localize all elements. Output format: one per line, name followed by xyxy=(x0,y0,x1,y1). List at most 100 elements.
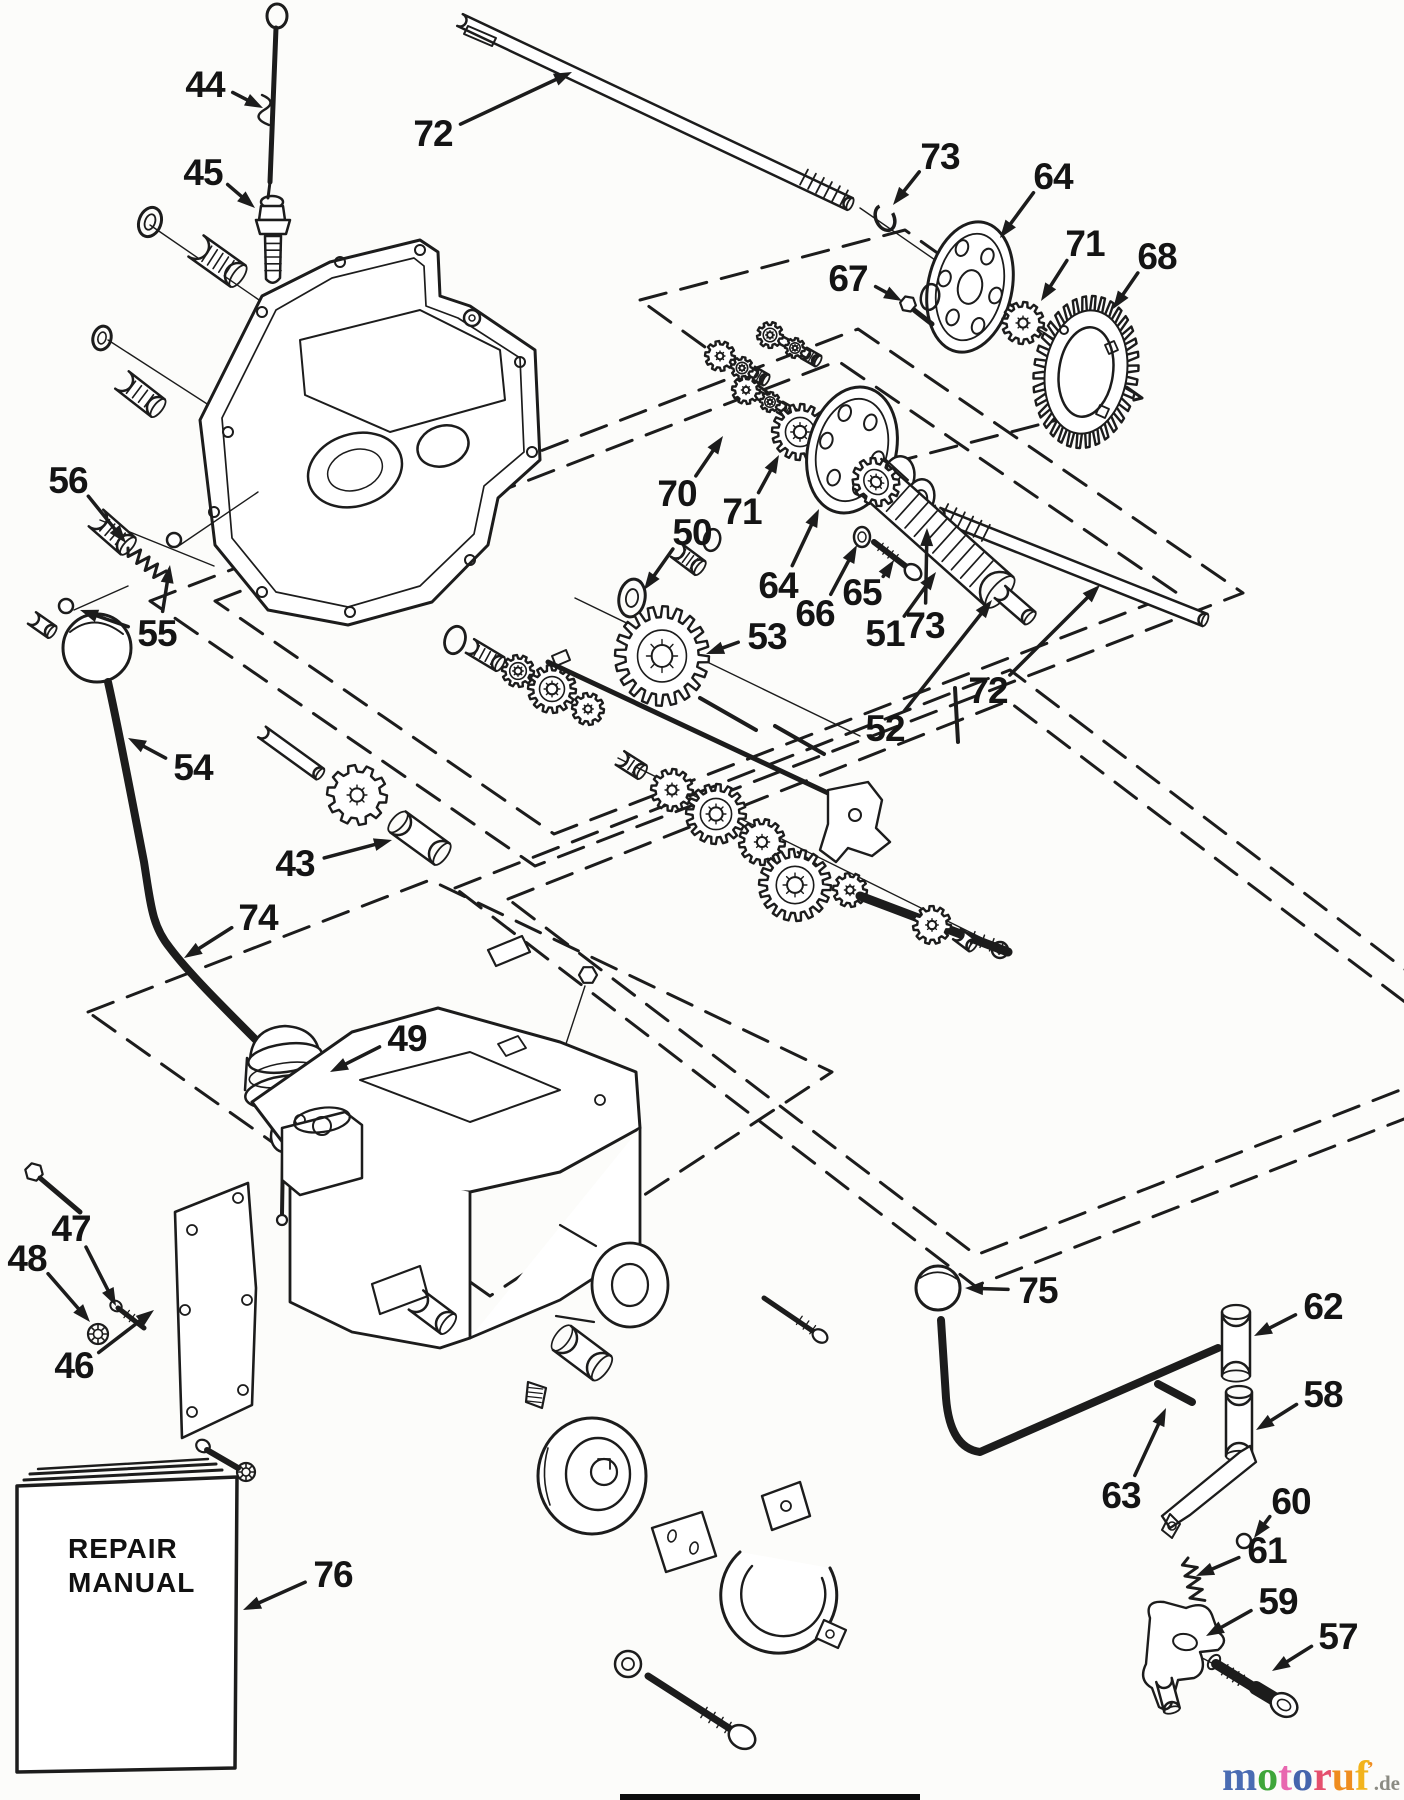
filler-plug-45 xyxy=(254,194,292,284)
callout-label-56: 56 xyxy=(48,460,88,501)
cover-screw xyxy=(195,1438,257,1483)
lock-washer-48 xyxy=(86,1322,110,1346)
callout-56 xyxy=(86,494,126,543)
callout-74 xyxy=(184,925,234,958)
callout-67 xyxy=(873,284,902,301)
callout-label-64-top: 64 xyxy=(1033,156,1074,197)
callout-label-47: 47 xyxy=(51,1208,90,1249)
brake-pad xyxy=(650,1510,718,1574)
shift-knob-54 xyxy=(61,612,133,684)
detent-ball-60 xyxy=(1235,1532,1253,1550)
callout-65 xyxy=(878,560,894,579)
callout-57 xyxy=(1272,1644,1314,1671)
exploded-plane-middle-inner xyxy=(213,359,1179,836)
callout-49 xyxy=(330,1045,382,1072)
callout-75 xyxy=(965,1282,1010,1296)
callout-label-72-right: 72 xyxy=(968,670,1008,711)
callout-label-50: 50 xyxy=(672,512,712,553)
callout-66 xyxy=(829,545,857,597)
callout-59 xyxy=(1206,1608,1253,1636)
thrust-washer-50 xyxy=(617,577,647,619)
callout-label-58: 58 xyxy=(1303,1374,1343,1415)
watermark-tick: ’ xyxy=(1367,1758,1374,1780)
brake-drum xyxy=(536,1416,648,1536)
callout-52 xyxy=(902,600,992,713)
axle-shaft-top-72 xyxy=(455,12,855,212)
callout-label-71-top: 71 xyxy=(1065,223,1105,264)
callout-label-72-top: 72 xyxy=(413,113,453,154)
callout-label-46: 46 xyxy=(54,1345,94,1386)
motoruf-watermark: motoruf’.de xyxy=(1150,1746,1400,1800)
carriage-bolt-65 xyxy=(871,539,923,582)
snap-ring-73-top xyxy=(873,203,897,233)
brake-washer-bolt xyxy=(613,1649,757,1751)
callout-label-59: 59 xyxy=(1258,1581,1298,1622)
repair-manual-title-line1: REPAIR xyxy=(68,1533,178,1564)
exploded-plane-lower-outer xyxy=(453,668,1404,1288)
callout-53 xyxy=(706,640,740,654)
callout-label-66: 66 xyxy=(795,593,835,634)
callout-68 xyxy=(1113,271,1140,309)
callout-label-68: 68 xyxy=(1137,236,1177,277)
exploded-plane-middle-outer xyxy=(148,327,1245,868)
cluster-gears-70 xyxy=(703,321,823,422)
callout-45 xyxy=(225,182,255,208)
shift-rod-63 xyxy=(937,1316,1222,1456)
callout-72-right xyxy=(1008,585,1100,677)
callout-71-mid xyxy=(756,455,779,495)
callout-label-63: 63 xyxy=(1101,1475,1141,1516)
callout-51 xyxy=(902,572,936,618)
callout-label-74: 74 xyxy=(238,897,279,938)
callout-55 xyxy=(80,565,174,629)
shift-rail-rod xyxy=(545,649,960,796)
callout-label-51: 51 xyxy=(865,613,905,654)
input-shaft-51-52 xyxy=(851,456,1037,626)
callout-label-73-top: 73 xyxy=(920,136,960,177)
cam-pin-58 xyxy=(1160,1384,1258,1539)
watermark-letter: t xyxy=(1278,1754,1293,1800)
callout-58 xyxy=(1256,1402,1299,1430)
callout-71-top xyxy=(1041,258,1069,301)
shift-lever-74 xyxy=(104,678,266,1050)
roll-pin-43 xyxy=(256,725,326,781)
callout-label-49: 49 xyxy=(387,1018,427,1059)
callout-62 xyxy=(1254,1313,1298,1336)
callout-label-45: 45 xyxy=(183,152,223,193)
callout-label-52: 52 xyxy=(865,708,905,749)
carrier-bolt-67 xyxy=(899,295,935,327)
watermark-suffix: .de xyxy=(1373,1771,1400,1795)
callout-63 xyxy=(1133,1408,1166,1478)
spur-gear-53 xyxy=(613,605,711,707)
callout-label-71-mid: 71 xyxy=(722,491,762,532)
watermark-letter: r xyxy=(1313,1754,1332,1800)
bushing-43 xyxy=(387,810,452,866)
lower-housing-body xyxy=(280,1106,670,1350)
callout-43 xyxy=(322,838,392,860)
callout-73-mid xyxy=(920,528,934,605)
callout-label-55: 55 xyxy=(137,613,177,654)
callout-label-48: 48 xyxy=(7,1238,47,1279)
callout-label-53: 53 xyxy=(747,616,787,657)
pinion-gear-43 xyxy=(325,763,389,827)
shift-fork-lower xyxy=(818,780,892,864)
callout-label-64-mid: 64 xyxy=(758,565,799,606)
ring-gear-68 xyxy=(1032,294,1140,450)
callout-48 xyxy=(46,1271,90,1322)
dipstick-rod-44 xyxy=(257,2,289,200)
callout-label-73-mid: 73 xyxy=(905,605,945,646)
detent-spring-61 xyxy=(1180,1556,1207,1602)
ball-knob-75 xyxy=(914,1264,962,1312)
transmission-case xyxy=(198,238,542,627)
shift-fork-59 xyxy=(1141,1600,1226,1715)
callout-label-44: 44 xyxy=(185,64,226,105)
callout-64-mid xyxy=(790,509,819,568)
watermark-letter: m xyxy=(1222,1754,1258,1800)
housing-small-parts xyxy=(370,1264,829,1410)
diff-carrier-64-top xyxy=(919,220,1015,354)
watermark-letter: u xyxy=(1331,1754,1356,1800)
vent-plug xyxy=(577,966,599,984)
callout-label-76: 76 xyxy=(313,1554,353,1595)
